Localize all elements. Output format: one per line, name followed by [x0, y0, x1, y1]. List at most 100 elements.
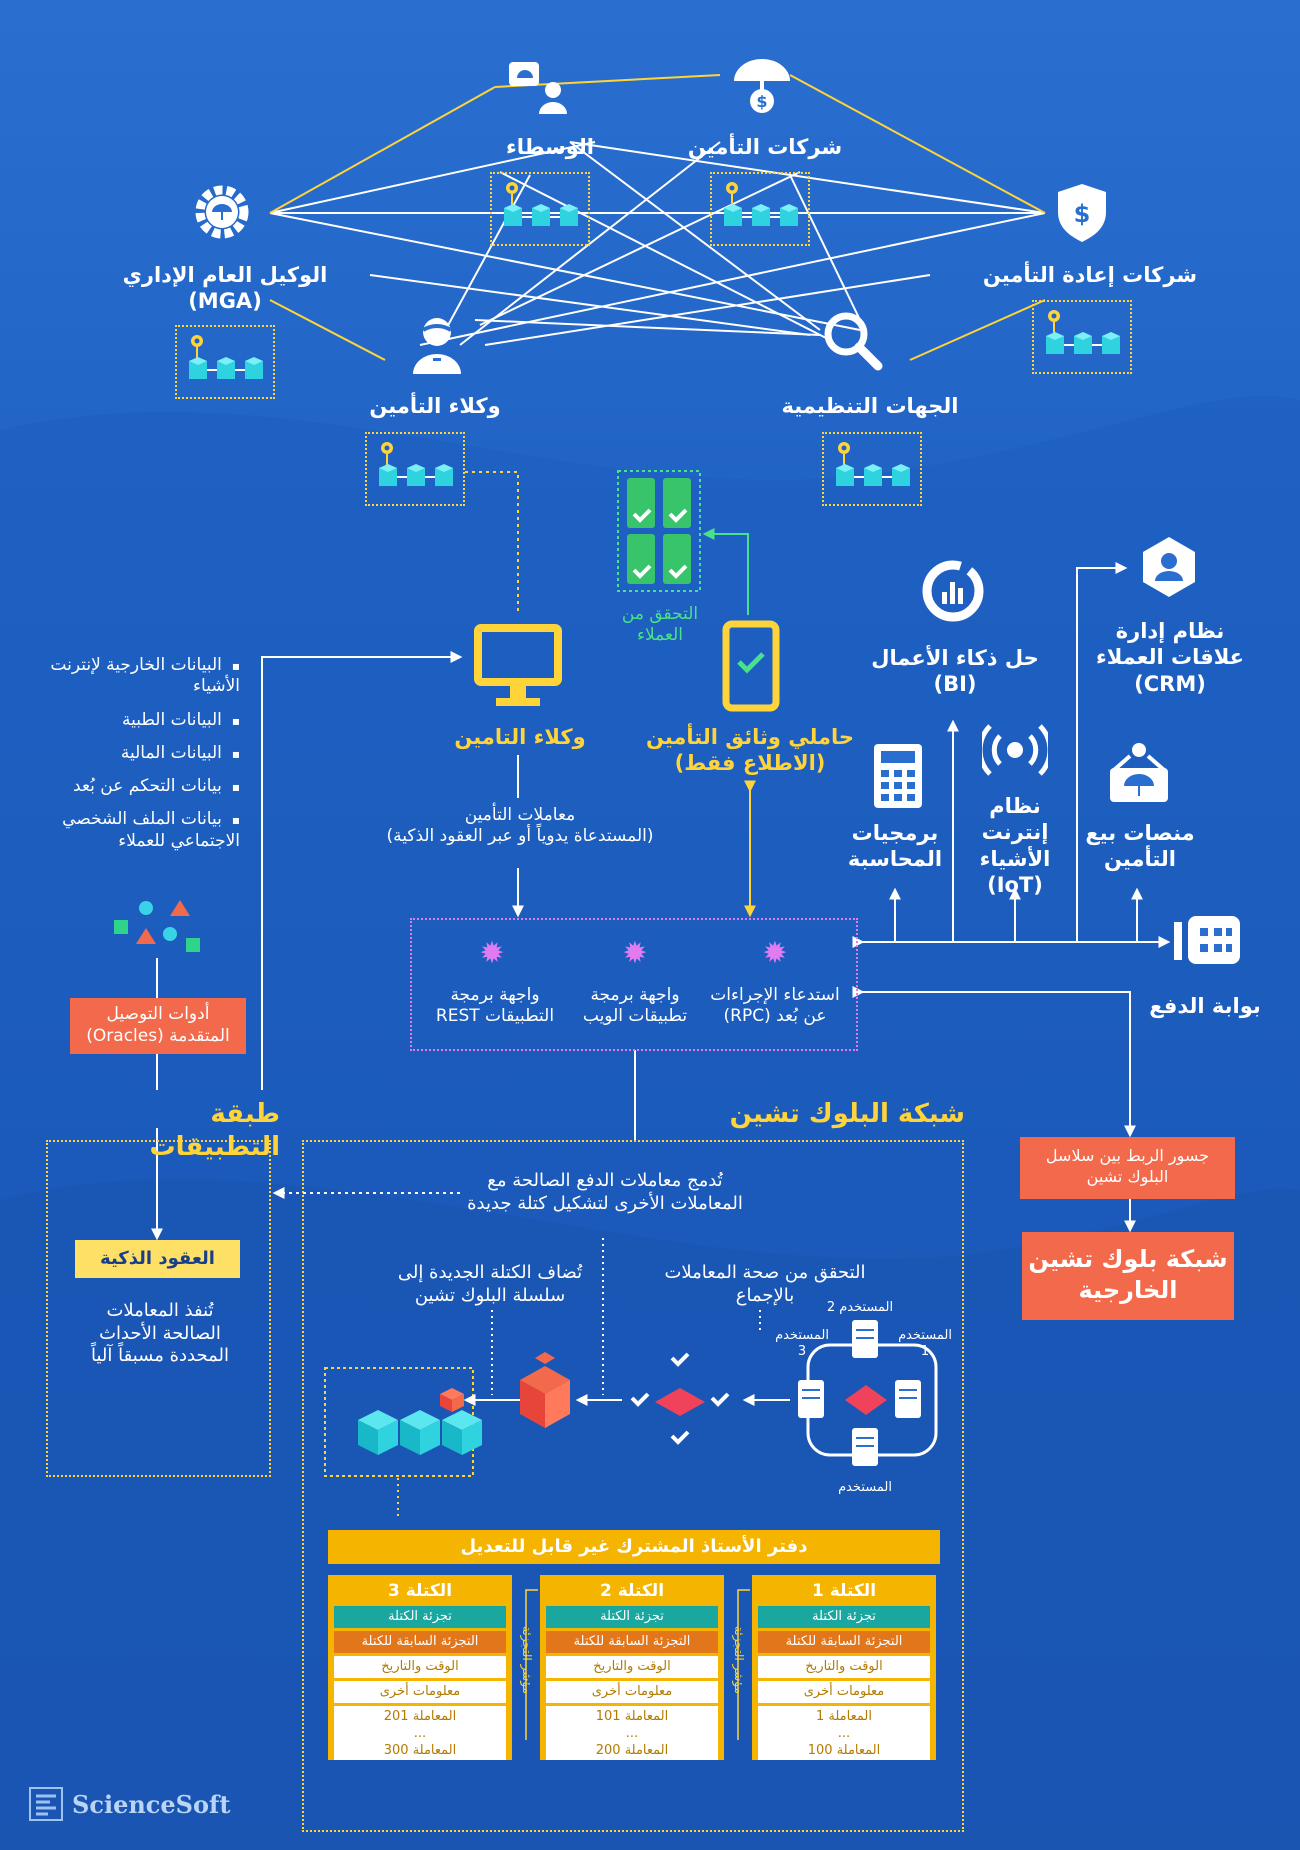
- block-tx-last: المعاملة 200: [595, 1743, 669, 1758]
- data-source-item: البيانات الخارجية لإنترنت الأشياء: [30, 655, 240, 698]
- ledger-title-bar: دفتر الأستاذ المشترك غير قابل للتعديل: [328, 1530, 940, 1564]
- crm-user-icon: [1143, 537, 1195, 597]
- user3-line2: 3: [797, 1344, 807, 1360]
- block-tx-last: المعاملة 100: [807, 1743, 881, 1758]
- user1-label: المستخدم 1: [890, 1328, 960, 1361]
- platforms-umbrella-icon: [1110, 743, 1168, 802]
- chain-box-insurers: [710, 172, 810, 246]
- api-rest-label: واجهة برمجة التطبيقات REST: [420, 985, 570, 1028]
- chain-box-mga: [175, 325, 275, 399]
- external-network-box: شبكة بلوك تشين الخارجية: [1022, 1232, 1234, 1320]
- user3-line1: المستخدم: [775, 1328, 829, 1343]
- kyc-label: التحقق من العملاء: [600, 604, 720, 647]
- brokers-icon: [509, 62, 567, 114]
- block-tx-last: المعاملة 300: [383, 1743, 457, 1758]
- consensus-line2: بالإجماع: [735, 1284, 795, 1306]
- added-text: تُضاف الكتلة الجديدة إلى سلسلة البلوك تش…: [380, 1262, 600, 1307]
- kyc-label-line1: التحقق من: [621, 604, 699, 624]
- smart-desc-line2: الصالحة الأحداث: [99, 1322, 221, 1344]
- reinsurers-shield-icon: $: [1058, 184, 1106, 242]
- iot-label: نظام إنترنت الأشياء (IoT): [955, 793, 1075, 898]
- data-source-item: البيانات المالية: [30, 743, 240, 764]
- oracles-line2: المتقدمة (Oracles): [86, 1026, 230, 1047]
- api-web-line1: واجهة برمجة: [590, 985, 680, 1005]
- block-other: معلومات أخرى: [546, 1681, 718, 1703]
- agents-label: وكلاء التأمين: [369, 394, 501, 418]
- tx-label-line2: (المستدعاة يدوياً أو عبر العقود الذكية): [386, 826, 654, 847]
- consensus-line1: التحقق من صحة المعاملات: [664, 1262, 866, 1283]
- iot-icon: [982, 724, 1048, 776]
- data-source-item: بيانات الملف الشخصي الاجتماعي للعملاء: [30, 809, 240, 852]
- added-line1: تُضاف الكتلة الجديدة إلى: [397, 1262, 583, 1283]
- regulators-label: الجهات التنظيمية: [781, 394, 959, 418]
- oracles-box: أدوات التوصيل المتقدمة (Oracles): [70, 998, 246, 1054]
- external-line1: شبكة بلوك تشين: [1028, 1245, 1228, 1273]
- hash-pointer-label: مؤشر التجزئة: [732, 1626, 746, 1694]
- chain-cubes-icon: [724, 182, 798, 226]
- user2-label: المستخدم 2: [826, 1300, 894, 1315]
- chain-box-regulators: [822, 432, 922, 506]
- payment-gateway-icon: [1174, 916, 1240, 964]
- smart-contracts-box: العقود الذكية: [75, 1240, 240, 1278]
- crm-line3: (CRM): [1134, 671, 1206, 696]
- block-title: الكتلة 2: [599, 1581, 665, 1601]
- api-rpc-line1: استدعاء الإجراءات: [710, 985, 840, 1005]
- svg-text:$: $: [1074, 200, 1091, 228]
- platforms-line1: منصات بيع: [1085, 821, 1195, 845]
- user1-line2: 1: [920, 1344, 930, 1360]
- agents2-label: وكلاء التامين: [454, 725, 586, 749]
- mga-gear-icon: [195, 185, 249, 239]
- user3-label: المستخدم 3: [767, 1328, 837, 1361]
- mga-label-line2: (MGA): [188, 289, 262, 314]
- chain-cubes-icon: [504, 182, 578, 226]
- kyc-servers-icon: [617, 470, 701, 592]
- crm-label: نظام إدارة علاقات العملاء (CRM): [1090, 618, 1250, 697]
- block-hash: تجزئة الكتلة: [334, 1606, 506, 1628]
- holders-label-line2: (الاطلاع فقط): [674, 751, 826, 776]
- api-web-label: واجهة برمجة تطبيقات الويب: [565, 985, 705, 1028]
- mga-label-line1: الوكيل العام الإداري: [122, 263, 328, 287]
- phone-icon: [722, 620, 780, 712]
- insurers-label: شركات التأمين: [687, 135, 843, 159]
- user1-line1: المستخدم: [898, 1328, 952, 1343]
- data-source-item: البيانات الطبية: [30, 710, 240, 731]
- api-rpc-line2: عن بُعد (RPC): [723, 1006, 827, 1027]
- block-1: الكتلة 1 تجزئة الكتلة التجزئة السابقة لل…: [752, 1575, 936, 1760]
- chain-box-agents: [365, 432, 465, 506]
- ledger-title: دفتر الأستاذ المشترك غير قابل للتعديل: [460, 1536, 808, 1557]
- iot-line2: الأشياء: [979, 846, 1051, 871]
- agents-icon: [413, 318, 461, 374]
- block-transactions: المعاملة 101 ... المعاملة 200: [546, 1706, 718, 1760]
- bi-line1: حل ذكاء الأعمال: [871, 646, 1039, 670]
- block-tx-first: المعاملة 101: [595, 1709, 669, 1724]
- merge-line2: المعاملات الأخرى لتشكيل كتلة جديدة: [467, 1192, 743, 1214]
- accounting-label: برمجيات المحاسبة: [840, 820, 950, 873]
- bi-label: حل ذكاء الأعمال (BI): [870, 645, 1040, 698]
- block-2: الكتلة 2 تجزئة الكتلة التجزئة السابقة لل…: [540, 1575, 724, 1760]
- bridges-line1: جسور الربط بين سلاسل: [1045, 1146, 1210, 1165]
- gear-rpc-icon: ✹: [762, 936, 788, 971]
- smart-desc: تُنفذ المعاملات الصالحة الأحداث المحددة …: [60, 1300, 260, 1368]
- chain-cubes-icon: [189, 335, 263, 379]
- crm-line1: نظام إدارة: [1115, 619, 1225, 643]
- block-tx-dots: ...: [413, 1726, 427, 1741]
- gear-web-icon: ✹: [622, 936, 648, 971]
- accounting-calculator-icon: [874, 744, 922, 808]
- app-layer-title: طبقة التطبيقات: [149, 1099, 280, 1162]
- block-transactions: المعاملة 1 ... المعاملة 100: [758, 1706, 930, 1760]
- user4-label: المستخدم: [838, 1480, 892, 1495]
- brand-name: ScienceSoft: [72, 1790, 231, 1819]
- api-box: [410, 918, 858, 1051]
- oracles-line1: أدوات التوصيل: [106, 1004, 210, 1024]
- tx-label-line1: معاملات التأمين: [464, 805, 576, 825]
- chain-box-reinsurers: [1032, 300, 1132, 374]
- block-time: الوقت والتاريخ: [334, 1656, 506, 1678]
- bridges-box: جسور الربط بين سلاسل البلوك تشين: [1020, 1137, 1235, 1199]
- gear-rest-icon: ✹: [479, 936, 505, 971]
- block-hash: تجزئة الكتلة: [546, 1606, 718, 1628]
- block-title: الكتلة 3: [387, 1581, 453, 1601]
- chain-box-brokers: [490, 172, 590, 246]
